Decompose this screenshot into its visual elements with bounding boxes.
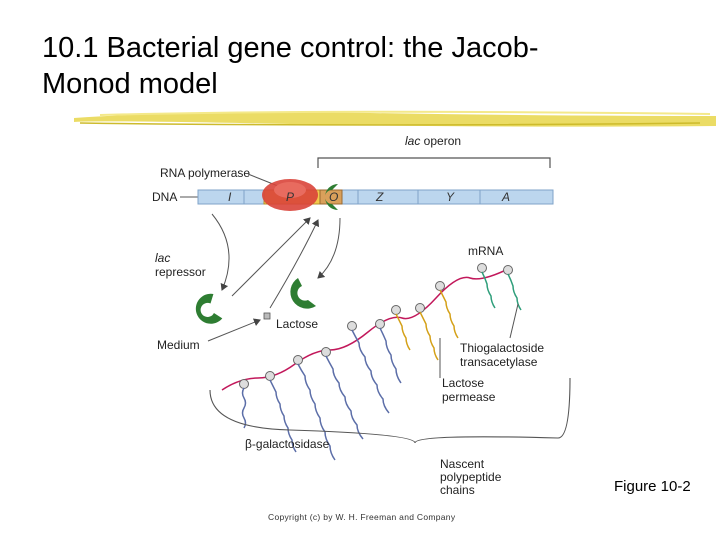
gene-p-label: P [286,190,294,204]
gene-y-label: Y [446,190,455,204]
lac-operon-diagram: lac operon RNA polymerase DNA I P O Z Y … [152,134,571,497]
medium-label: Medium [157,338,200,352]
mrna-label: mRNA [468,244,503,258]
dna-label: DNA [152,190,177,204]
gene-a-label: A [501,190,510,204]
bgal-chains [241,327,402,461]
rna-polymerase-label: RNA polymerase [160,166,250,180]
gene-i-label: I [228,190,232,204]
lactose-label: Lactose [276,317,318,331]
figure-label: Figure 10-2 [614,478,691,495]
operon-label: lac operon [405,134,461,148]
gene-z-label: Z [375,190,384,204]
ribosomes-group [239,263,513,389]
slide-title: 10.1 Bacterial gene control: the Jacob- … [42,30,642,102]
lactose-molecule-icon [263,312,271,320]
copyright-text: Copyright (c) by W. H. Freeman and Compa… [268,512,456,522]
repressor-lactose-icon [290,278,316,309]
mrna-strand [221,267,511,391]
rna-polymerase-shape [262,179,318,211]
nascent-bracket [209,377,571,444]
slide-title-line2: Monod model [42,68,218,100]
title-underline-brush [74,110,716,127]
gene-o-label: O [329,190,338,204]
operon-bracket [317,157,551,168]
repressor-free-icon [195,293,223,324]
repressor-bound-icon [325,184,338,210]
permease-chains [395,289,459,361]
slide-title-line1: 10.1 Bacterial gene control: the Jacob- [42,32,539,64]
beta-galactosidase-label: β-galactosidase [245,437,330,451]
